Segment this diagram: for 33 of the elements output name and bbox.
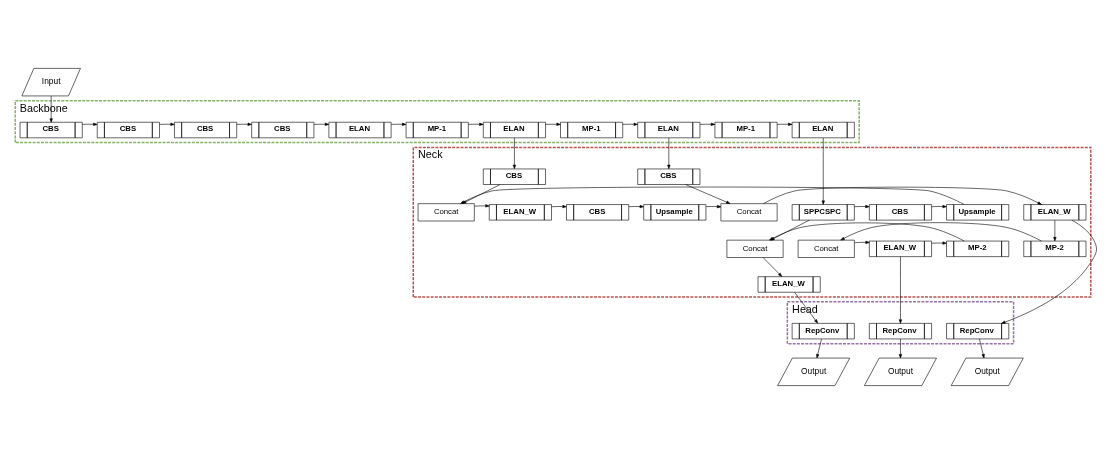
arrow bbox=[816, 338, 822, 359]
arrow bbox=[979, 338, 985, 359]
arrow bbox=[159, 122, 175, 126]
arrow bbox=[1001, 219, 1097, 324]
arrow bbox=[763, 186, 1042, 205]
arrow bbox=[931, 205, 947, 209]
arrow bbox=[474, 204, 490, 208]
arrow bbox=[82, 122, 98, 126]
arrow bbox=[1053, 219, 1057, 242]
arrow bbox=[236, 122, 252, 126]
arrow bbox=[898, 338, 902, 359]
arrow bbox=[840, 222, 1042, 242]
arrow bbox=[854, 240, 870, 244]
arrow bbox=[468, 122, 484, 126]
arrow bbox=[821, 137, 825, 205]
arrow bbox=[931, 241, 947, 245]
arrow bbox=[512, 137, 516, 169]
arrow bbox=[794, 292, 818, 324]
arrow bbox=[49, 95, 53, 123]
arrow bbox=[776, 122, 793, 126]
arrow bbox=[545, 122, 561, 126]
arrow bbox=[762, 257, 783, 277]
arrow bbox=[854, 205, 870, 209]
arrow bbox=[551, 205, 567, 209]
arrow bbox=[699, 122, 716, 126]
arrow bbox=[667, 137, 671, 169]
arrow bbox=[313, 122, 330, 126]
arrow bbox=[685, 184, 731, 204]
arrow bbox=[390, 122, 407, 126]
arrow bbox=[622, 122, 638, 126]
arrow bbox=[628, 205, 644, 209]
arrow bbox=[705, 205, 722, 209]
arrow bbox=[898, 256, 902, 324]
